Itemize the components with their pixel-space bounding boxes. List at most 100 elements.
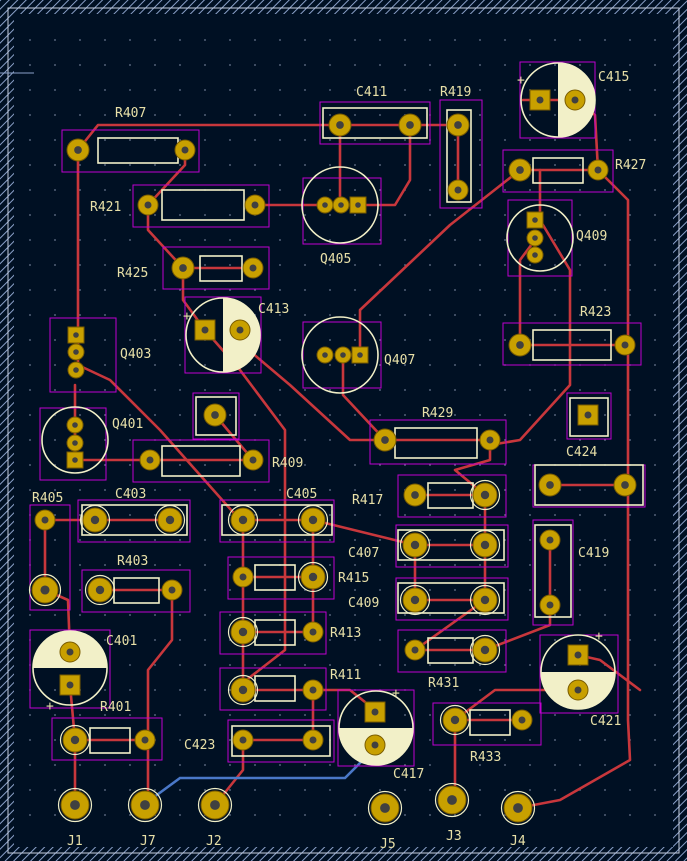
grid-dot: [504, 39, 506, 41]
grid-dot: [29, 714, 31, 716]
grid-dot: [179, 789, 181, 791]
grid-dot: [554, 714, 556, 716]
grid-dot: [154, 689, 156, 691]
grid-dot: [429, 464, 431, 466]
pad-outline: [469, 584, 501, 616]
grid-dot: [154, 514, 156, 516]
pad-outline: [434, 782, 470, 818]
grid-dot: [179, 489, 181, 491]
grid-dot: [579, 739, 581, 741]
grid-dot: [129, 264, 131, 266]
drill-hole: [518, 716, 526, 724]
grid-dot: [279, 664, 281, 666]
grid-dot: [429, 339, 431, 341]
grid-dot: [179, 664, 181, 666]
grid-dot: [579, 239, 581, 241]
drill-hole: [411, 646, 419, 654]
grid-dot: [654, 289, 656, 291]
grid-dot: [29, 739, 31, 741]
grid-dot: [604, 564, 606, 566]
grid-dot: [329, 389, 331, 391]
grid-dot: [654, 389, 656, 391]
svg-text:+: +: [46, 699, 54, 714]
grid-dot: [654, 89, 656, 91]
grid-dot: [529, 139, 531, 141]
grid-dot: [479, 189, 481, 191]
grid-dot: [629, 89, 631, 91]
grid-dot: [504, 214, 506, 216]
grid-dot: [79, 314, 81, 316]
grid-dot: [129, 639, 131, 641]
grid-dot: [379, 414, 381, 416]
grid-dot: [279, 89, 281, 91]
grid-dot: [329, 589, 331, 591]
drill-hole: [141, 736, 149, 744]
grid-dot: [454, 164, 456, 166]
grid-dot: [204, 314, 206, 316]
drill-hole: [621, 341, 629, 349]
grid-dot: [354, 664, 356, 666]
grid-dot: [454, 89, 456, 91]
grid-dot: [579, 639, 581, 641]
grid-dot: [79, 289, 81, 291]
grid-dot: [329, 39, 331, 41]
grid-dot: [629, 64, 631, 66]
label-R425: R425: [117, 266, 148, 281]
grid-dot: [429, 539, 431, 541]
label-R405: R405: [32, 491, 63, 506]
grid-dot: [529, 739, 531, 741]
grid-dot: [204, 664, 206, 666]
grid-dot: [554, 614, 556, 616]
grid-dot: [354, 64, 356, 66]
grid-dot: [629, 639, 631, 641]
grid-dot: [629, 714, 631, 716]
label-J5: J5: [380, 837, 396, 852]
grid-dot: [279, 439, 281, 441]
grid-dot: [354, 714, 356, 716]
drill-hole: [480, 595, 490, 605]
grid-dot: [254, 189, 256, 191]
grid-dot: [179, 764, 181, 766]
grid-dot: [629, 664, 631, 666]
grid-dot: [204, 689, 206, 691]
svg-text:+: +: [392, 686, 400, 701]
grid-dot: [454, 214, 456, 216]
drill-hole: [72, 440, 78, 446]
grid-dot: [329, 239, 331, 241]
grid-dot: [604, 514, 606, 516]
grid-dot: [29, 39, 31, 41]
grid-dot: [229, 714, 231, 716]
grid-dot: [379, 114, 381, 116]
grid-dot: [104, 189, 106, 191]
grid-dot: [554, 289, 556, 291]
grid-dot: [629, 264, 631, 266]
grid-dot: [54, 314, 56, 316]
grid-dot: [254, 814, 256, 816]
grid-dot: [129, 439, 131, 441]
grid-dot: [654, 739, 656, 741]
drill-hole: [73, 367, 79, 373]
grid-dot: [304, 539, 306, 541]
label-C405: C405: [286, 487, 317, 502]
drill-hole: [179, 264, 187, 272]
grid-dot: [354, 289, 356, 291]
grid-dot: [29, 114, 31, 116]
grid-dot: [154, 339, 156, 341]
pad-outline: [227, 504, 259, 536]
grid-dot: [629, 439, 631, 441]
grid-dot: [129, 614, 131, 616]
grid-dot: [29, 339, 31, 341]
grid-dot: [504, 389, 506, 391]
grid-dot: [304, 439, 306, 441]
grid-dot: [329, 639, 331, 641]
label-C424: C424: [566, 445, 597, 460]
grid-dot: [179, 114, 181, 116]
grid-dot: [379, 264, 381, 266]
grid-dot: [204, 264, 206, 266]
grid-dot: [304, 664, 306, 666]
drill-hole: [574, 686, 582, 694]
grid-dot: [204, 789, 206, 791]
grid-dot: [154, 639, 156, 641]
grid-dot: [129, 389, 131, 391]
grid-dot: [304, 789, 306, 791]
